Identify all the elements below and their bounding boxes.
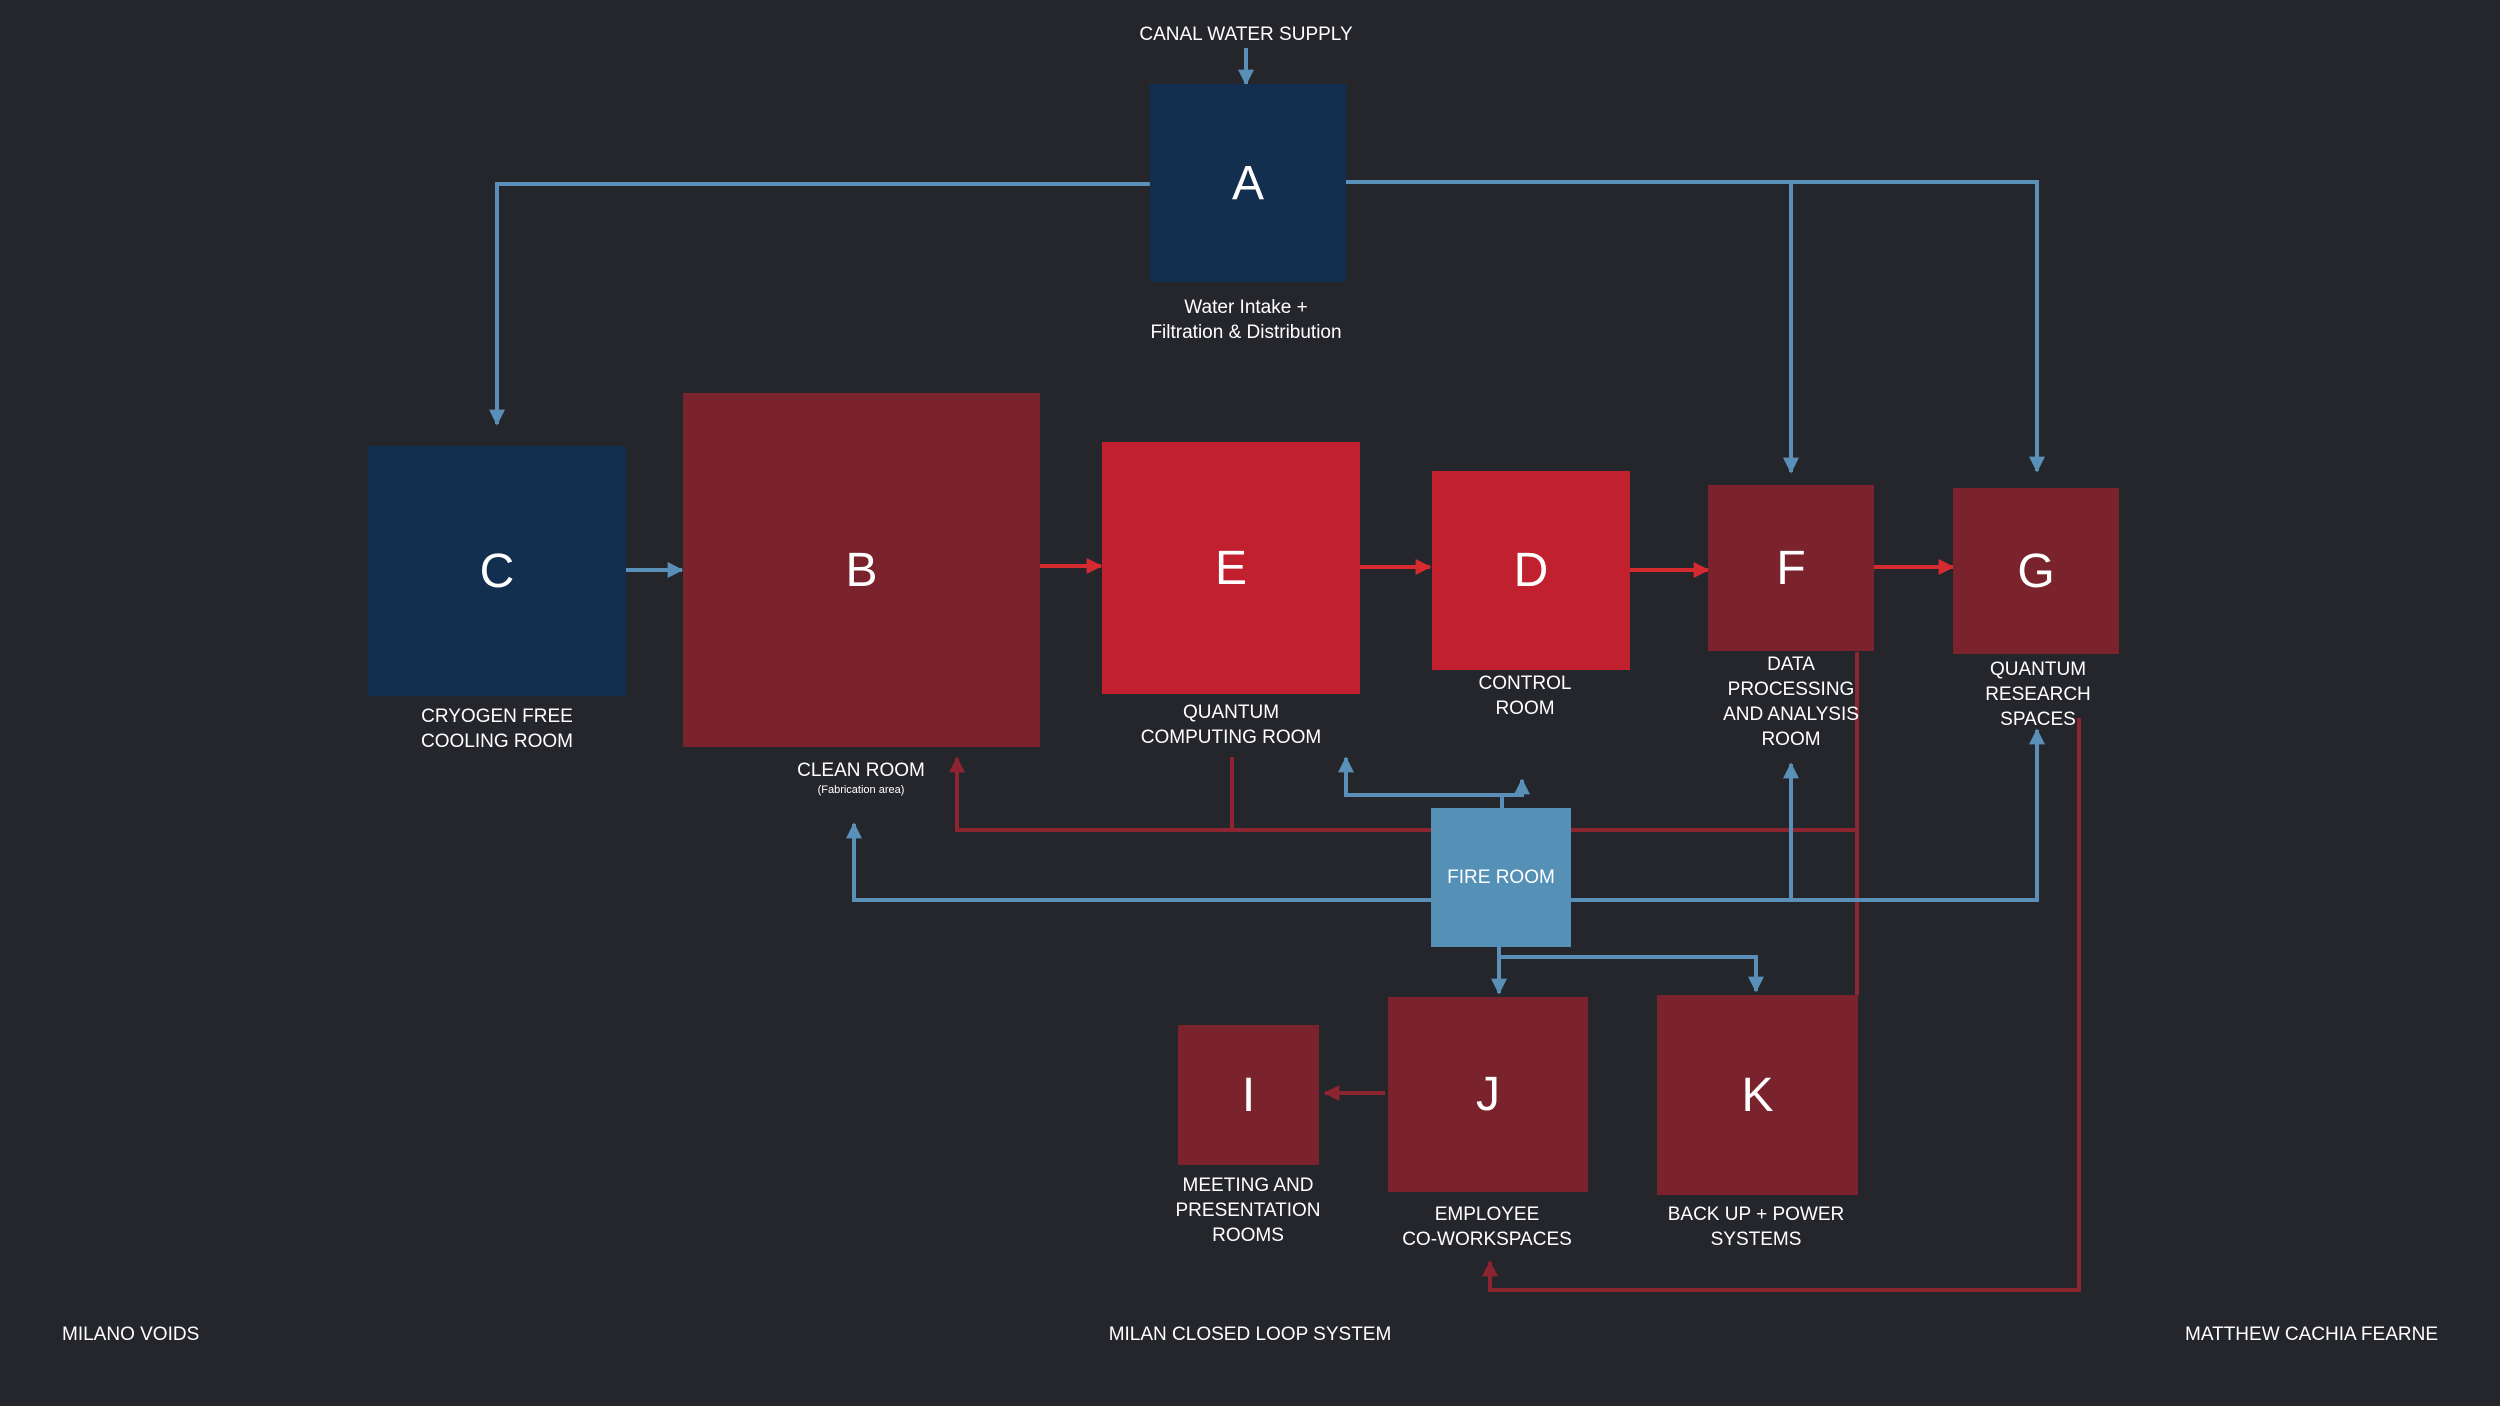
node-d-control-room: D — [1432, 471, 1630, 670]
canal-water-supply-label: CANAL WATER SUPPLY — [1139, 24, 1353, 45]
a-to-c-line — [489, 182, 1150, 426]
node-b-label: CLEAN ROOM — [797, 760, 925, 781]
node-g-research-spaces: G — [1953, 488, 2119, 654]
node-i-letter: I — [1241, 1068, 1256, 1122]
node-k-letter: K — [1741, 1068, 1774, 1122]
node-e-letter: E — [1214, 541, 1247, 595]
node-a-letter: A — [1231, 156, 1264, 210]
node-a-label: Water Intake + Filtration & Distribution — [1150, 297, 1342, 343]
node-j-co-workspaces: J — [1388, 997, 1588, 1192]
a-to-g-line — [1346, 180, 2045, 473]
node-c-letter: C — [479, 544, 515, 598]
node-fire-room: FIRE ROOM — [1431, 808, 1571, 947]
node-d-label: CONTROL ROOM — [1478, 673, 1572, 719]
node-d-letter: D — [1513, 544, 1549, 597]
node-f-data-processing-room: F — [1708, 485, 1874, 651]
node-i-meeting-rooms: I — [1178, 1025, 1319, 1165]
node-f-letter: F — [1776, 541, 1806, 595]
node-f-label: DATA PROCESSING AND ANALYSIS ROOM — [1723, 654, 1859, 750]
node-k-backup-power: K — [1657, 995, 1858, 1195]
node-k-label: BACK UP + POWER SYSTEMS — [1667, 1204, 1845, 1250]
fire-to-g-line — [1571, 728, 2045, 902]
node-b-letter: B — [845, 543, 878, 597]
node-j-label: EMPLOYEE CO-WORKSPACES — [1402, 1204, 1572, 1250]
return-to-b-line — [949, 652, 1859, 832]
node-g-letter: G — [2017, 544, 2055, 598]
footer-left-project: MILANO VOIDS — [62, 1324, 200, 1345]
footer-right-author: MATTHEW CACHIA FEARNE — [2185, 1324, 2438, 1345]
fire-to-b-line — [846, 822, 1431, 902]
node-e-quantum-computing-room: E — [1102, 442, 1360, 694]
node-g-label: QUANTUM RESEARCH SPACES — [1985, 659, 2091, 730]
node-c-label: CRYOGEN FREE COOLING ROOM — [420, 706, 573, 752]
fire-to-k-line — [1499, 955, 1764, 993]
fire-to-e-line — [1338, 756, 1504, 808]
node-e-label: QUANTUM COMPUTING ROOM — [1140, 702, 1322, 748]
node-a-water-intake: A — [1150, 84, 1346, 282]
node-i-label: MEETING AND PRESENTATION ROOMS — [1175, 1175, 1321, 1246]
node-b-clean-room: B — [683, 393, 1040, 747]
g-to-j-return-line — [1482, 718, 2081, 1292]
fire-room-label: FIRE ROOM — [1447, 866, 1555, 888]
node-j-letter: J — [1476, 1068, 1500, 1121]
footer-center-title: MILAN CLOSED LOOP SYSTEM — [1108, 1324, 1392, 1345]
node-c-cooling-room: C — [368, 446, 626, 696]
node-b-sublabel: (Fabrication area) — [817, 784, 905, 796]
fire-to-d-line — [1502, 778, 1530, 797]
